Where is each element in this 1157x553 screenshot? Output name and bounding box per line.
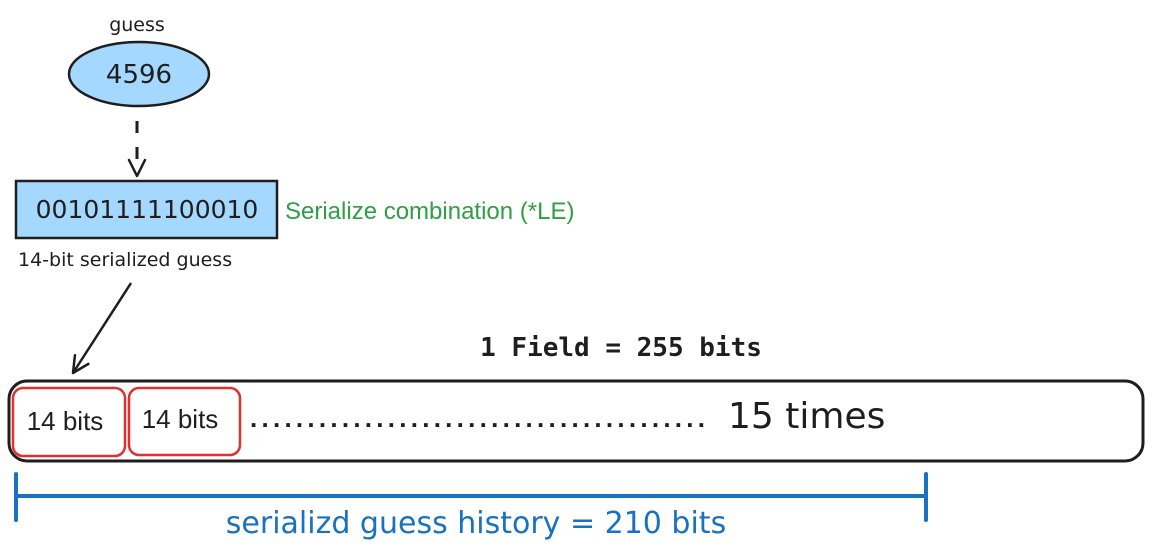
bit-slot-label: 14 bits <box>27 406 104 436</box>
field-container <box>7 379 1145 463</box>
bit-slot <box>127 386 242 457</box>
serialized-bits-box <box>14 179 279 240</box>
bit-slot-label: 14 bits <box>142 404 219 434</box>
serialize-annotation: Serialize combination (*LE) <box>285 198 574 225</box>
history-label: serializd guess history = 210 bits <box>226 506 726 541</box>
bit-slot <box>11 386 127 458</box>
field-title: 1 Field = 255 bits <box>480 333 762 363</box>
history-bracket <box>14 472 928 522</box>
serialized-caption: 14-bit serialized guess <box>18 249 232 271</box>
slot-arrow <box>71 282 133 375</box>
serialized-bits: 00101111100010 <box>36 195 259 224</box>
repeat-count: 15 times <box>728 396 885 437</box>
guess-label: guess <box>109 14 165 36</box>
guess-node <box>67 40 211 108</box>
guess-value: 4596 <box>106 60 172 90</box>
